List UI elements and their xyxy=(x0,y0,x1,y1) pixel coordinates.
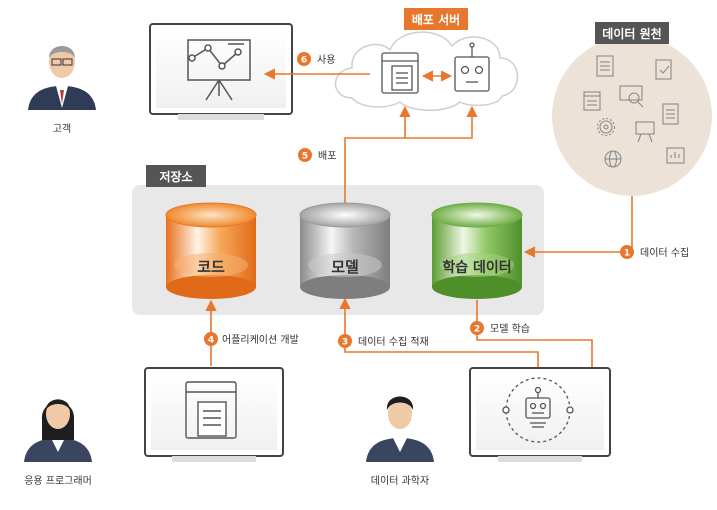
step-number: 4 xyxy=(208,336,214,346)
step-6: 6 사용 xyxy=(297,52,335,66)
analytics-icon xyxy=(619,85,644,108)
data-scientist-label: 데이터 과학자 xyxy=(371,475,429,487)
deploy-server-cloud: 배포 서버 xyxy=(334,8,519,111)
browser-document-icon xyxy=(583,91,601,111)
programmer-label: 응용 프로그래머 xyxy=(24,475,92,487)
programmer-avatar: 응용 프로그래머 xyxy=(24,399,92,487)
step-label: 어플리케이션 개발 xyxy=(222,334,299,346)
document-icon xyxy=(596,55,614,77)
step-label: 모델 학습 xyxy=(490,323,530,335)
browser-document-icon xyxy=(381,52,419,94)
training-data-label: 학습 데이터 xyxy=(442,259,511,276)
code-cylinder: 코드 xyxy=(165,202,257,299)
browser-document-icon xyxy=(185,381,237,439)
customer-label: 고객 xyxy=(53,123,71,135)
deploy-server-label: 배포 서버 xyxy=(412,12,460,27)
step-number: 6 xyxy=(301,56,307,66)
step-number: 1 xyxy=(624,249,630,259)
step-1: 1 데이터 수집 xyxy=(620,245,689,259)
customer-monitor xyxy=(149,23,293,120)
programmer-monitor xyxy=(144,367,284,462)
step-label: 데이터 수집 적재 xyxy=(358,336,429,348)
data-source-label: 데이터 원천 xyxy=(602,26,661,41)
training-data-cylinder: 학습 데이터 xyxy=(431,202,523,299)
step-3: 3 데이터 수집 적재 xyxy=(338,334,429,348)
step-4: 4 어플리케이션 개발 xyxy=(204,332,299,346)
model-cylinder: 모델 xyxy=(299,202,391,299)
presentation-chart-icon xyxy=(187,39,251,101)
customer-avatar: 고객 xyxy=(28,46,96,135)
model-label: 모델 xyxy=(331,258,359,276)
step-number: 5 xyxy=(302,152,308,162)
step-number: 3 xyxy=(342,338,348,348)
repository-label: 저장소 xyxy=(159,169,192,184)
gear-icon xyxy=(596,117,616,137)
step-2: 2 모델 학습 xyxy=(470,321,530,335)
step-5: 5 배포 xyxy=(298,148,336,162)
globe-icon xyxy=(604,150,622,168)
step-label: 데이터 수집 xyxy=(640,247,689,259)
checklist-icon xyxy=(655,59,672,80)
robot-icon xyxy=(502,377,574,443)
step-label: 배포 xyxy=(318,150,336,162)
chart-document-icon xyxy=(666,147,685,164)
code-label: 코드 xyxy=(197,258,225,276)
robot-icon xyxy=(454,42,490,92)
scientist-monitor xyxy=(469,367,611,462)
step-label: 사용 xyxy=(317,54,335,66)
data-source-panel: 데이터 원천 xyxy=(552,22,712,196)
presentation-icon xyxy=(635,121,655,143)
data-scientist-avatar: 데이터 과학자 xyxy=(366,396,434,487)
step-number: 2 xyxy=(474,325,480,335)
clipboard-icon xyxy=(662,103,679,125)
